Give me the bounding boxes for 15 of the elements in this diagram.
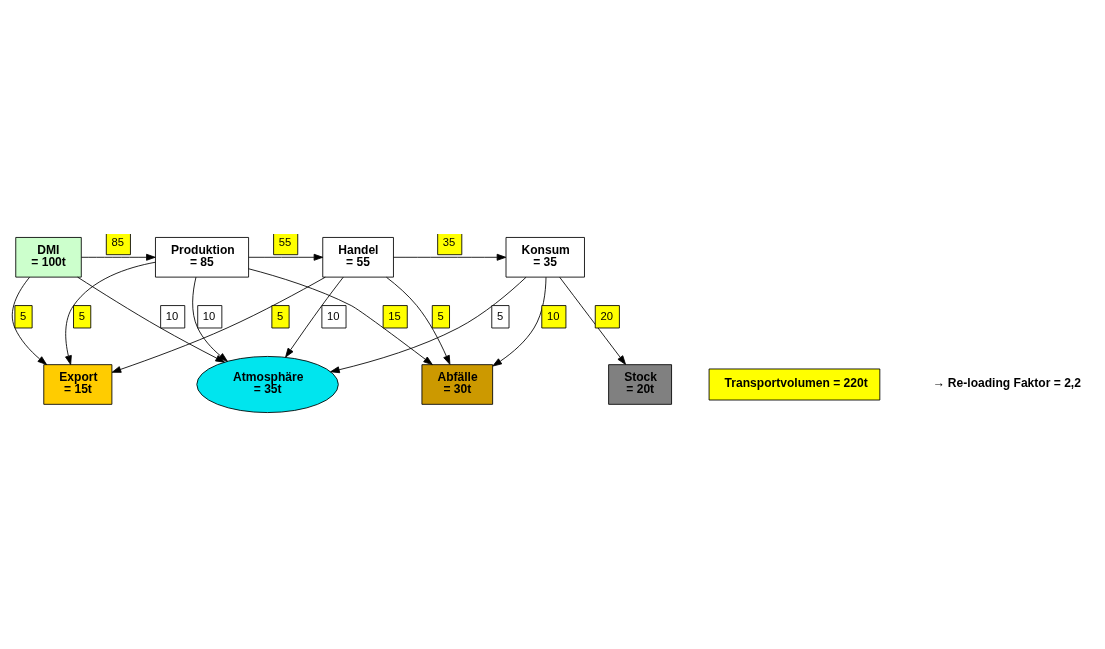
edge-label: 5 — [20, 309, 27, 322]
label: → Re-loading Faktor = 2,2 — [932, 375, 1081, 390]
edge-label: 5 — [78, 309, 85, 322]
edge-label: 10 — [202, 309, 216, 322]
edge-label: 15 — [388, 309, 401, 322]
edge-label: 85 — [111, 235, 124, 248]
edge-label: 20 — [600, 309, 613, 322]
edge-label: 10 — [165, 309, 179, 322]
edge-label: 55 — [278, 235, 292, 248]
edge-label: 10 — [546, 309, 560, 322]
edge-label: 35 — [442, 235, 456, 248]
edge-label: 5 — [496, 309, 504, 322]
edge-label: 10 — [327, 309, 340, 322]
edge-label: 5 — [277, 309, 284, 322]
edge-label: 5 — [437, 309, 444, 322]
